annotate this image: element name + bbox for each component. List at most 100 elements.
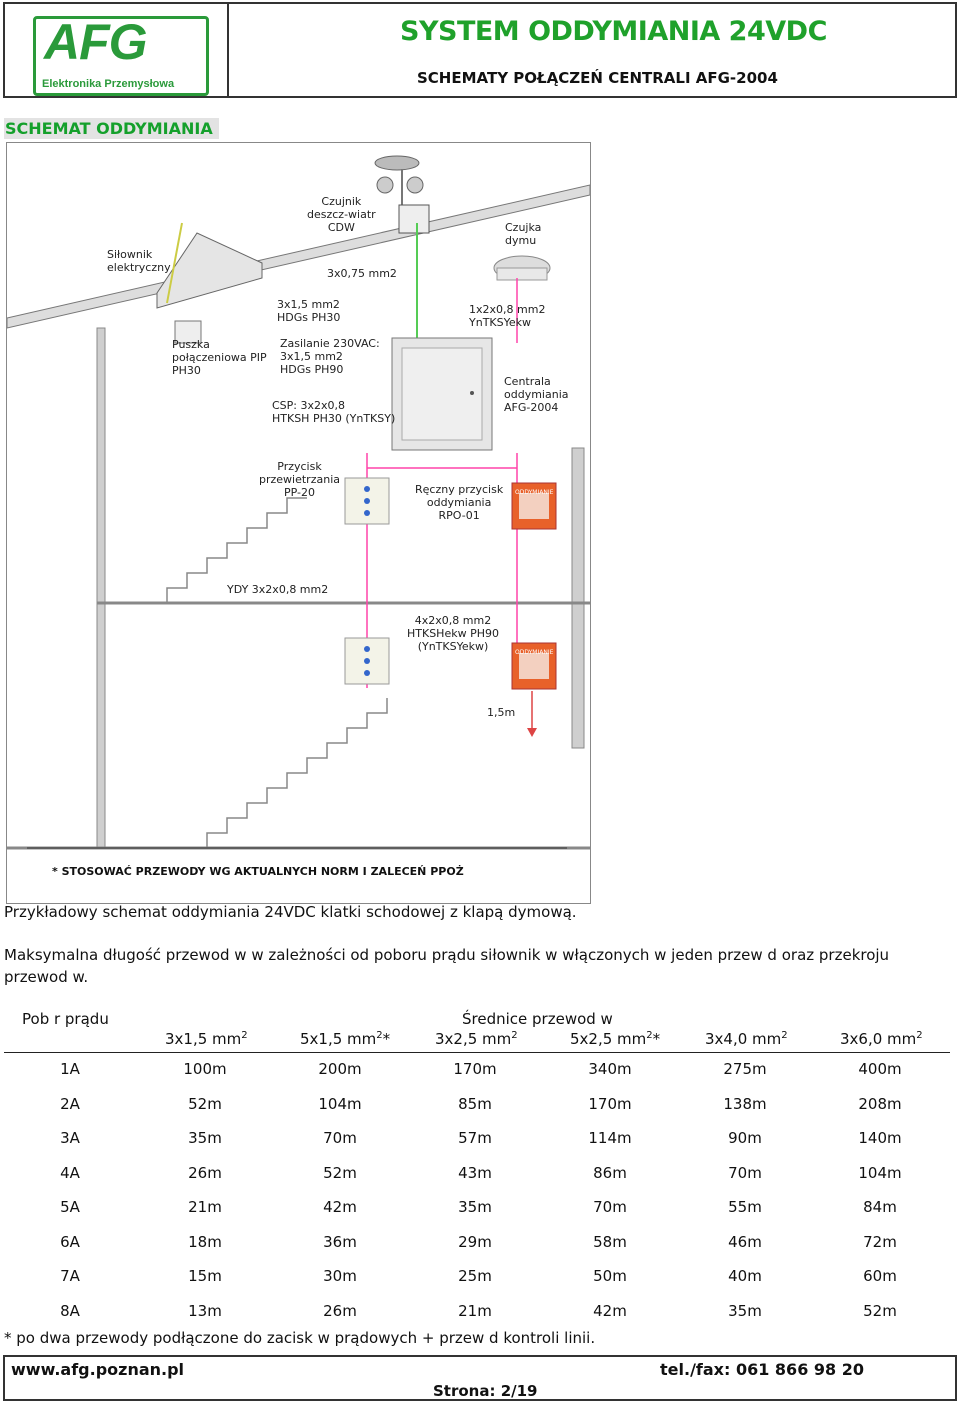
column-header: 5x1,5 mm2* [300,1030,391,1048]
table-intro: Maksymalna długość przewod w w zależnośc… [4,946,890,986]
logo-subtext: Elektronika Przemysłowa [42,78,175,90]
table-cell: 70m [593,1198,627,1216]
label-cable-1x2x08: 1x2x0,8 mm2 YnTKSYekw [469,303,546,329]
label-cable-3x15: 3x1,5 mm2 HDGs PH30 [277,298,341,324]
column-header: 3x4,0 mm2 [705,1030,788,1048]
row-header: Pob r prądu [22,1010,109,1028]
page-title: SYSTEM ODDYMIANIA 24VDC [400,16,827,47]
afg-logo: AFG Elektronika Przemysłowa [33,14,209,96]
figure-note: * STOSOWAĆ PRZEWODY WG AKTUALNYCH NORM I… [52,865,464,878]
table-row-current: 6A [60,1232,80,1251]
table-cell: 35m [728,1301,762,1320]
table-cell: 60m [863,1267,897,1285]
group-header: Średnice przewod w [462,1010,613,1028]
table-cell: 140m [858,1129,902,1147]
table-cell: 46m [728,1232,762,1251]
label-rpo-tag-lower: ODDYMIANIE [515,649,554,656]
controller-box-icon [391,337,493,451]
table-cell: 52m [323,1163,357,1182]
table-cell: 26m [188,1163,222,1182]
website-link[interactable]: www.afg.poznan.pl [11,1360,185,1379]
table-cell: 50m [593,1267,627,1285]
figure-caption: Przykładowy schemat oddymiania 24VDC kla… [4,903,577,921]
page-footer: www.afg.poznan.pl tel./fax: 061 866 98 2… [3,1355,957,1401]
table-cell: 104m [858,1163,902,1182]
table-rule [4,1052,950,1053]
ventilation-button-lower-icon [344,637,390,685]
label-power-supply: Zasilanie 230VAC: 3x1,5 mm2 HDGs PH90 [280,337,380,376]
label-manual-button: Ręczny przycisk oddymiania RPO-01 [415,483,504,522]
table-cell: 400m [858,1060,902,1078]
table-row-current: 7A [60,1267,80,1285]
table-cell: 52m [863,1301,897,1320]
table-cell: 43m [458,1163,492,1182]
table-cell: 84m [863,1198,897,1216]
column-header: 3x6,0 mm2 [840,1030,923,1048]
label-cable-3x075: 3x0,75 mm2 [327,267,397,280]
table-cell: 29m [458,1232,492,1251]
junction-box-icon [174,320,202,344]
table-row-current: 2A [60,1094,80,1113]
table-cell: 170m [453,1060,497,1078]
table-cell: 58m [593,1232,627,1251]
table-cell: 57m [458,1129,492,1147]
table-cell: 70m [323,1129,357,1147]
phone-fax: tel./fax: 061 866 98 20 [660,1360,864,1379]
table-cell: 18m [188,1232,222,1251]
table-cell: 13m [188,1301,222,1320]
table-cell: 25m [458,1267,492,1285]
label-height: 1,5m [487,706,516,719]
label-junction-box: Puszka połączeniowa PIP PH30 [172,338,267,377]
table-row-current: 8A [60,1301,80,1320]
table-cell: 70m [728,1163,762,1182]
smoke-system-diagram: Siłownik elektryczny Czujnik deszcz-wiat… [6,142,591,904]
label-cable-4x2x08: 4x2x0,8 mm2 HTKSHekw PH90 (YnTKSYekw) [407,614,499,653]
table-cell: 86m [593,1163,627,1182]
table-cell: 170m [588,1094,632,1113]
table-row-current: 5A [60,1198,80,1216]
label-csp: CSP: 3x2x0,8 HTKSH PH30 (YnTKSY) [272,399,396,425]
manual-call-point-upper-icon [511,482,557,530]
label-ventilation-button: Przycisk przewietrzania PP-20 [259,460,340,499]
table-cell: 340m [588,1060,632,1078]
table-cell: 21m [458,1301,492,1320]
table-cell: 55m [728,1198,762,1216]
logo-text: AFG [44,14,148,70]
label-wind-sensor: Czujnik deszcz-wiatr CDW [307,195,376,234]
diagram-drawing [7,155,590,850]
table-cell: 138m [723,1094,767,1113]
page-number: Strona: 2/19 [433,1382,538,1400]
label-smoke-detector: Czujka dymu [505,221,542,247]
table-cell: 26m [323,1301,357,1320]
label-rpo-tag-upper: ODDYMIANIE [515,489,554,496]
column-header: 3x2,5 mm2 [435,1030,518,1048]
manual-call-point-lower-icon [511,642,557,690]
table-cell: 85m [458,1094,492,1113]
table-cell: 36m [323,1232,357,1251]
table-cell: 40m [728,1267,762,1285]
table-cell: 21m [188,1198,222,1216]
table-row-current: 4A [60,1163,80,1182]
table-cell: 114m [588,1129,632,1147]
table-cell: 42m [323,1198,357,1216]
table-cell: 35m [188,1129,222,1147]
table-footnote: * po dwa przewody podłączone do zacisk w… [4,1329,596,1347]
table-cell: 208m [858,1094,902,1113]
logo-box: AFG Elektronika Przemysłowa [5,4,229,96]
table-cell: 72m [863,1232,897,1251]
column-header: 3x1,5 mm2 [165,1030,248,1048]
table-cell: 15m [188,1267,222,1285]
table-row-current: 3A [60,1129,80,1147]
table-cell: 275m [723,1060,767,1078]
ventilation-button-upper-icon [344,477,390,525]
table-row-current: 1A [60,1060,80,1078]
section-title: SCHEMAT ODDYMIANIA [4,118,219,139]
page-subtitle: SCHEMATY POŁĄCZEŃ CENTRALI AFG-2004 [417,69,778,87]
table-cell: 30m [323,1267,357,1285]
table-cell: 200m [318,1060,362,1078]
label-actuator: Siłownik elektryczny [107,248,171,274]
column-header: 5x2,5 mm2* [570,1030,661,1048]
wind-sensor-icon [374,155,430,234]
table-cell: 52m [188,1094,222,1113]
label-controller: Centrala oddymiania AFG-2004 [504,375,569,414]
